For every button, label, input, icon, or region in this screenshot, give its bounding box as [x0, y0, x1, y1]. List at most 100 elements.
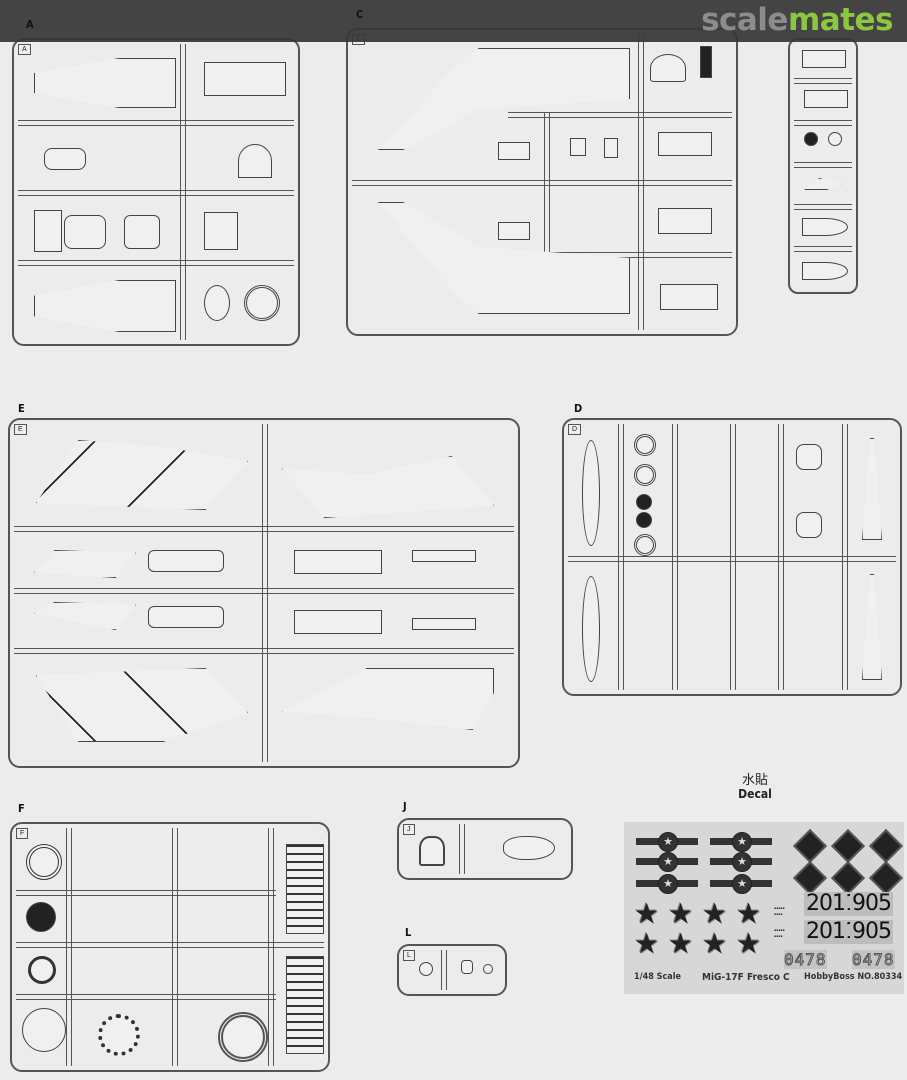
site-header-bar: [0, 0, 907, 42]
runner: [16, 994, 276, 1000]
small-part: [34, 210, 62, 252]
sprue-tag-a: A: [18, 44, 31, 55]
roundel-decal: ★: [636, 874, 698, 894]
runner: [441, 950, 447, 990]
light-lens-part: [461, 960, 473, 974]
star-icon: ★: [732, 874, 752, 894]
unit-badge-decal: [793, 829, 827, 863]
sprue-label-l: L: [405, 926, 412, 939]
small-part: [204, 212, 238, 250]
outline-number-decal: 0478: [784, 950, 827, 970]
small-part: [570, 138, 586, 156]
tire-part: [26, 844, 62, 880]
ring-part: [28, 956, 56, 984]
exhaust-part: [286, 956, 324, 1054]
decal-title-cn: 水貼: [741, 772, 768, 787]
small-part: [44, 148, 86, 170]
sprue-tag-e: E: [14, 424, 27, 435]
small-part: [148, 606, 224, 628]
decal-title-en: Decal: [738, 787, 772, 801]
star-icon: ★: [702, 898, 728, 929]
drop-tank-part: [802, 50, 846, 68]
small-part: [124, 215, 160, 249]
runner: [459, 824, 465, 874]
wing-part: [378, 202, 630, 314]
wheel-part: [634, 464, 656, 486]
runner: [508, 112, 732, 118]
unit-badge-decal: [869, 829, 903, 863]
runner: [794, 78, 852, 84]
serial-number-decal: 905: [850, 891, 893, 916]
star-icon: ★: [658, 874, 678, 894]
product-number: HobbyBoss NO.80334: [804, 972, 903, 982]
runner: [638, 34, 644, 330]
runner: [16, 942, 324, 948]
small-part: [796, 444, 822, 470]
drop-tank-part: [802, 262, 848, 280]
sprue-label-a: A: [26, 18, 34, 31]
stabilizer-part: [36, 668, 248, 742]
fuselage-half-part: [34, 280, 176, 332]
wheel-part: [634, 434, 656, 456]
outline-number-decal: 0478: [852, 950, 895, 970]
star-icon: ★: [736, 898, 762, 929]
runner: [794, 120, 852, 126]
sprue-label-j: J: [403, 800, 407, 813]
sprue-f: F: [10, 822, 330, 1072]
unit-badge-decal: [831, 861, 865, 895]
cockpit-part: [204, 62, 286, 96]
sprue-b: [788, 38, 858, 294]
cockpit-tub-part: [658, 132, 712, 156]
unit-badge-decal: [793, 861, 827, 895]
light-lens-part: [483, 964, 493, 974]
canopy-part: [650, 54, 686, 82]
tire-part: [26, 902, 56, 932]
small-part: [34, 550, 136, 578]
runner: [18, 260, 294, 266]
star-icon: ★: [702, 928, 728, 959]
light-lens-part: [419, 962, 433, 976]
sprue-tag-d: D: [568, 424, 582, 435]
star-icon: ★: [732, 832, 752, 852]
wheel-hub-part: [22, 1008, 66, 1052]
roundel-decal: ★: [710, 874, 772, 894]
sprue-j: J: [397, 818, 573, 880]
sprue-c: C: [346, 28, 738, 336]
runner: [568, 556, 896, 562]
wheel-part: [636, 494, 652, 510]
star-icon: ★: [634, 928, 660, 959]
roundel-decal: ★: [710, 832, 772, 852]
roundel-decal: ★: [636, 832, 698, 852]
wheel-part: [634, 534, 656, 556]
runner: [66, 828, 72, 1066]
runner: [778, 424, 784, 690]
small-part: [658, 208, 712, 234]
sprue-l: L: [397, 944, 507, 996]
sprue-d: D: [562, 418, 902, 696]
unit-badge-decal: [869, 861, 903, 895]
runner: [14, 648, 514, 654]
star-icon: ★: [736, 928, 762, 959]
runner: [730, 424, 736, 690]
drop-tank-part: [804, 90, 848, 108]
sprue-label-e: E: [18, 402, 25, 415]
sprue-label-f: F: [18, 802, 25, 815]
scalemates-logo[interactable]: scalemates: [701, 2, 893, 38]
runner: [180, 44, 186, 340]
roundel-decal: ★: [636, 852, 698, 872]
sprue-label-d: D: [574, 402, 583, 415]
rocket-part: [862, 574, 882, 680]
small-part: [294, 550, 382, 574]
decal-heading: 水貼 Decal: [720, 772, 790, 802]
small-part: [498, 142, 530, 160]
gear-part: [98, 1014, 140, 1056]
fuselage-panel-part: [282, 668, 494, 730]
wheel-hub-part: [828, 132, 842, 146]
sprue-e: E: [8, 418, 520, 768]
sprue-tag-j: J: [403, 824, 415, 835]
runner: [268, 828, 274, 1066]
windscreen-part: [419, 836, 445, 866]
runner: [794, 204, 852, 210]
unit-badge-decal: [831, 829, 865, 863]
small-part: [604, 138, 618, 158]
